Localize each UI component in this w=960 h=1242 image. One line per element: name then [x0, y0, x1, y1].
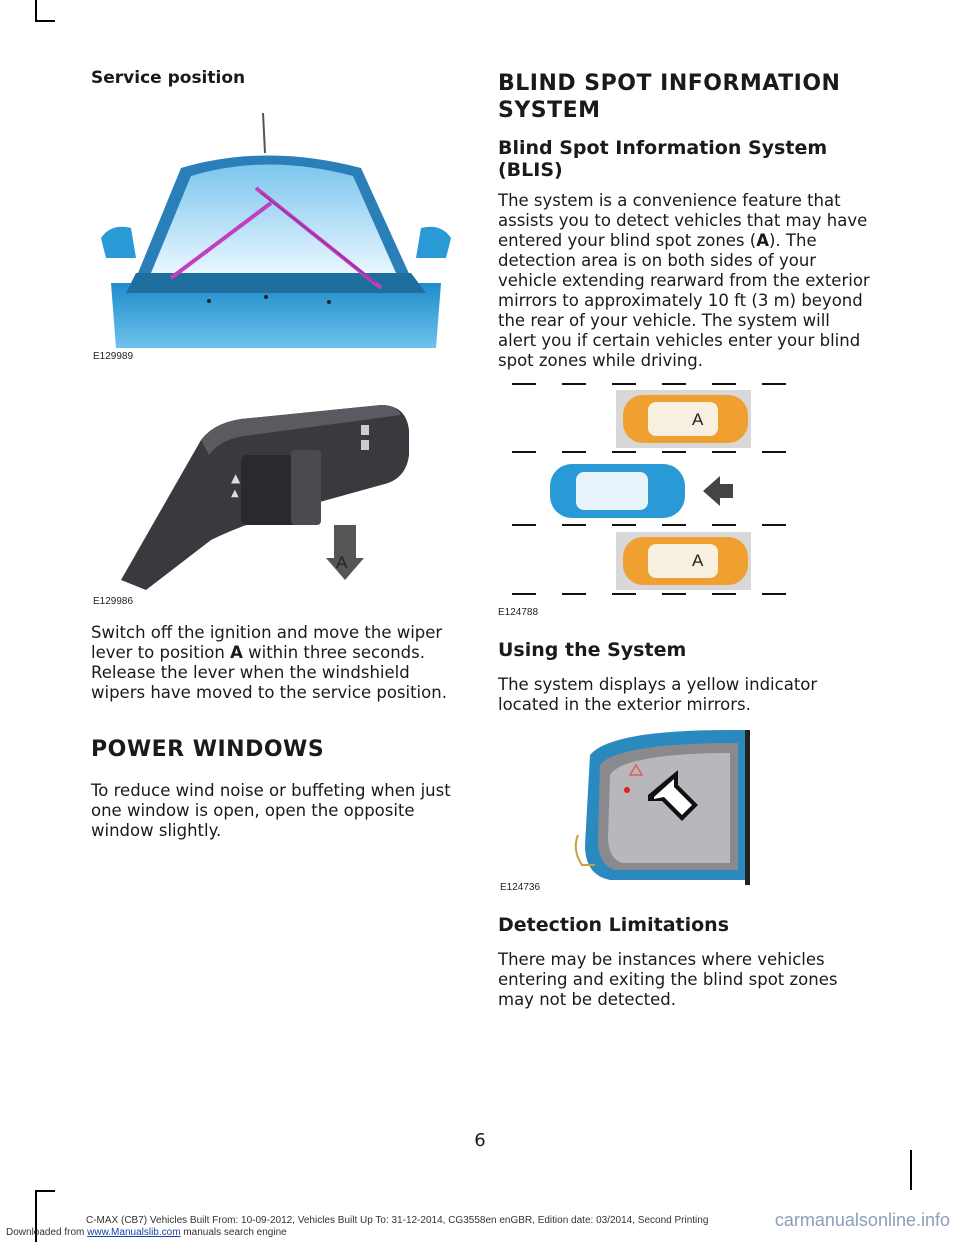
manualslib-link[interactable]: www.Manualslib.com: [87, 1227, 181, 1238]
using-system-section: Using the System The system displays a y…: [498, 639, 870, 715]
windshield-wiper-figure: [91, 108, 461, 370]
blis-heading-line2: SYSTEM: [498, 98, 601, 123]
detection-limitations-section: Detection Limitations There may be insta…: [498, 914, 870, 1010]
text-span: within three seconds. Release the lever …: [91, 643, 447, 702]
left-column-body: Switch off the ignition and move the wip…: [91, 623, 466, 841]
download-prefix: Downloaded from: [6, 1227, 88, 1238]
detection-limitations-paragraph: There may be instances where vehicles en…: [498, 950, 838, 1009]
power-windows-paragraph: To reduce wind noise or buffeting when j…: [91, 781, 451, 840]
text-span: ). The detection area is on both sides o…: [498, 231, 870, 370]
vehicle-info: C-MAX (CB7) Vehicles Built From: 10-09-2…: [86, 1215, 709, 1226]
crop-mark: [35, 0, 37, 20]
blis-heading-line1: BLIND SPOT INFORMATION: [498, 71, 841, 96]
using-system-paragraph: The system displays a yellow indicator l…: [498, 675, 818, 714]
power-windows-heading: POWER WINDOWS: [91, 737, 325, 762]
text-span: The system is a convenience feature that…: [498, 191, 868, 250]
svg-text:▲: ▲: [231, 471, 241, 485]
svg-text:▲: ▲: [231, 488, 239, 499]
right-column-top: BLIND SPOT INFORMATION SYSTEM Blind Spot…: [498, 70, 870, 371]
exterior-mirror-figure: [570, 725, 870, 890]
zone-label-a-bottom: A: [692, 551, 704, 570]
download-note: Downloaded from www.Manualslib.com manua…: [6, 1227, 287, 1238]
figure-id: E124736: [500, 882, 541, 893]
using-system-heading: Using the System: [498, 639, 687, 661]
crop-mark: [35, 1190, 55, 1192]
crop-mark: [35, 20, 55, 22]
download-suffix: manuals search engine: [180, 1227, 287, 1238]
wiper-service-paragraph: Switch off the ignition and move the wip…: [91, 623, 466, 703]
figure-id: E124788: [498, 607, 539, 618]
service-position-heading: Service position: [91, 68, 246, 88]
lever-label-a: A: [336, 553, 348, 572]
crop-mark: [35, 1190, 37, 1242]
figure-id: E129989: [93, 351, 134, 362]
watermark: carmanualsonline.info: [774, 1210, 950, 1230]
wiper-lever-figure: ▲ ▲: [91, 380, 461, 600]
page-number: 6: [474, 1130, 486, 1151]
position-a-ref: A: [230, 643, 243, 662]
zone-label-a-top: A: [692, 410, 704, 429]
figure-id: E129986: [93, 596, 134, 607]
blis-paragraph: The system is a convenience feature that…: [498, 191, 870, 371]
text-span: Switch off the ignition and move the wip…: [91, 623, 443, 662]
crop-mark: [910, 1150, 912, 1190]
zone-a-ref: A: [756, 231, 769, 250]
blind-spot-diagram: [498, 372, 868, 607]
blis-subheading: Blind Spot Information System (BLIS): [498, 137, 828, 181]
detection-limitations-heading: Detection Limitations: [498, 914, 729, 936]
